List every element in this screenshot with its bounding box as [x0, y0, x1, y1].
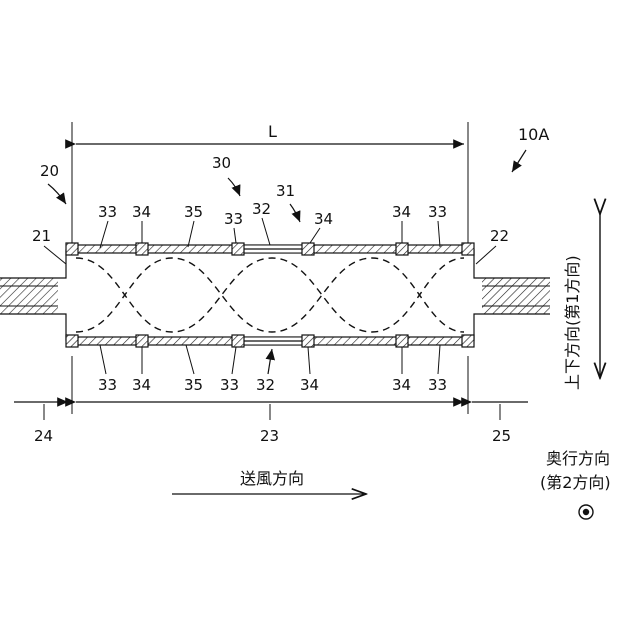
bottom-label: 33	[220, 376, 239, 394]
top-label: 34	[132, 203, 151, 221]
bottom-label: 33	[98, 376, 117, 394]
dimension-L: L	[72, 122, 468, 244]
ref-30: 30	[212, 154, 231, 172]
ref-20: 20	[40, 162, 59, 180]
bottom-part-labels: 33 34 35 33 32 34 34 33	[98, 345, 447, 394]
inlet-duct	[0, 250, 72, 340]
dimension-L-label: L	[268, 122, 277, 141]
ref-31: 31	[276, 182, 295, 200]
ref-22: 22	[490, 227, 509, 245]
top-label: 34	[314, 210, 333, 228]
top-label: 33	[428, 203, 447, 221]
top-label: 33	[224, 210, 243, 228]
top-label: 35	[184, 203, 203, 221]
end-block-top-right	[462, 243, 474, 255]
bottom-label: 33	[428, 376, 447, 394]
top-label: 32	[252, 200, 271, 218]
end-block-top-left	[66, 243, 78, 255]
standing-wave	[76, 258, 464, 332]
airflow-direction-label: 送風方向	[240, 469, 304, 488]
bottom-label: 35	[184, 376, 203, 394]
depth-direction-line2: (第2方向)	[540, 473, 611, 492]
depth-direction-line1: 奥行方向	[546, 449, 610, 468]
bottom-label: 34	[132, 376, 151, 394]
outlet-duct	[468, 250, 550, 340]
ref-25: 25	[492, 427, 511, 445]
region-dimensions: 24 23 25	[14, 356, 528, 445]
depth-direction-indicator: 奥行方向 (第2方向)	[540, 449, 611, 519]
airflow-direction-indicator: 送風方向	[172, 469, 366, 494]
figure-id: 10A	[518, 125, 549, 144]
end-block-bottom-left	[66, 335, 78, 347]
end-block-bottom-right	[462, 335, 474, 347]
top-label: 34	[392, 203, 411, 221]
bottom-label: 34	[392, 376, 411, 394]
bottom-label: 34	[300, 376, 319, 394]
top-part-labels: 33 34 35 33 32 34 34 33	[98, 200, 447, 248]
vertical-direction-label: 上下方向(第1方向)	[563, 255, 582, 390]
ref-21: 21	[32, 227, 51, 245]
vertical-direction-indicator: 上下方向(第1方向)	[563, 214, 600, 390]
top-label: 33	[98, 203, 117, 221]
bottom-label: 32	[256, 376, 275, 394]
ref-24: 24	[34, 427, 53, 445]
ref-23: 23	[260, 427, 279, 445]
